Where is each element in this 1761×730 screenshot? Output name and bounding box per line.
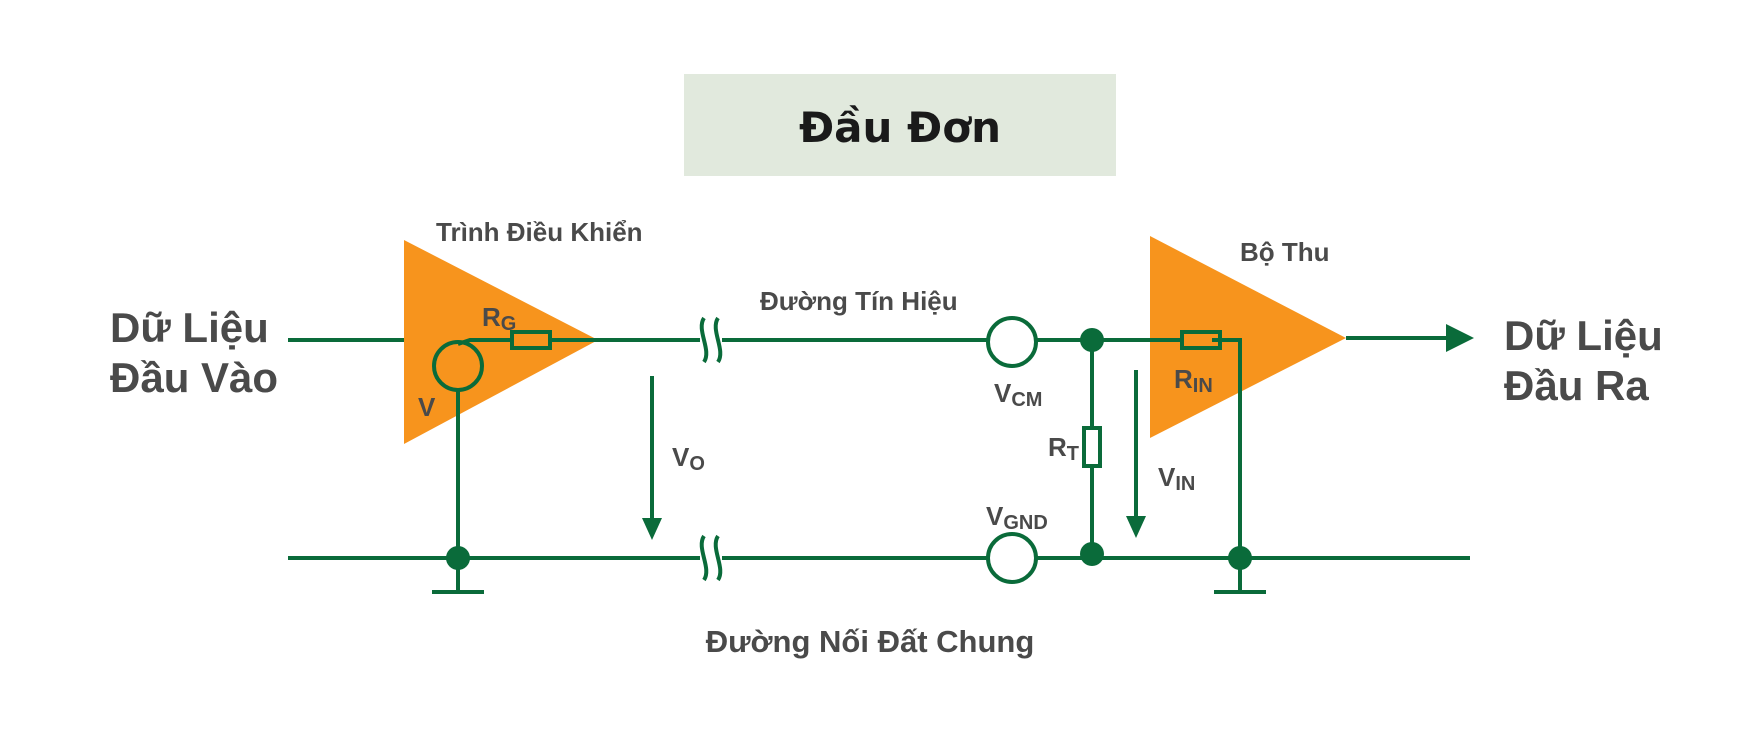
output-arrow-head bbox=[1446, 324, 1474, 352]
rt-resistor bbox=[1082, 426, 1102, 468]
v-source-label: V bbox=[418, 392, 436, 422]
diagram-title: Đầu Đơn bbox=[799, 103, 1001, 152]
junction-dot bbox=[1080, 328, 1104, 352]
junction-dot bbox=[1228, 546, 1252, 570]
junction-dot bbox=[446, 546, 470, 570]
vgnd-label: VGND bbox=[986, 501, 1048, 534]
ground-line-label: Đường Nối Đất Chung bbox=[706, 624, 1035, 659]
voltage-source-v bbox=[432, 340, 484, 392]
vcm-source bbox=[986, 316, 1038, 368]
rt-label: RT bbox=[1048, 432, 1079, 465]
vin-arrow-head bbox=[1126, 516, 1146, 538]
input-data-label-2: Đầu Vào bbox=[110, 354, 278, 401]
junction-dot bbox=[1080, 542, 1104, 566]
receiver-rin-wire bbox=[1220, 338, 1242, 558]
vcm-label: VCM bbox=[994, 378, 1042, 411]
rg-label: RG bbox=[482, 302, 516, 335]
signal-line-label: Đường Tín Hiệu bbox=[760, 286, 958, 316]
rin-label: RIN bbox=[1174, 364, 1213, 397]
receiver-amplifier bbox=[1150, 236, 1346, 438]
ground-break-symbol bbox=[699, 534, 723, 582]
driver-label: Trình Điều Khiển bbox=[436, 217, 643, 247]
vin-label: VIN bbox=[1158, 462, 1195, 495]
vgnd-source bbox=[986, 532, 1038, 584]
receiver-label: Bộ Thu bbox=[1240, 237, 1330, 267]
signal-break-symbol bbox=[699, 316, 723, 364]
vo-label: VO bbox=[672, 442, 705, 475]
output-data-label-2: Đầu Ra bbox=[1504, 362, 1649, 409]
vo-arrow-head bbox=[642, 518, 662, 540]
title-box bbox=[684, 74, 1116, 176]
output-data-label-1: Dữ Liệu bbox=[1504, 312, 1663, 359]
input-data-label-1: Dữ Liệu bbox=[110, 304, 269, 351]
